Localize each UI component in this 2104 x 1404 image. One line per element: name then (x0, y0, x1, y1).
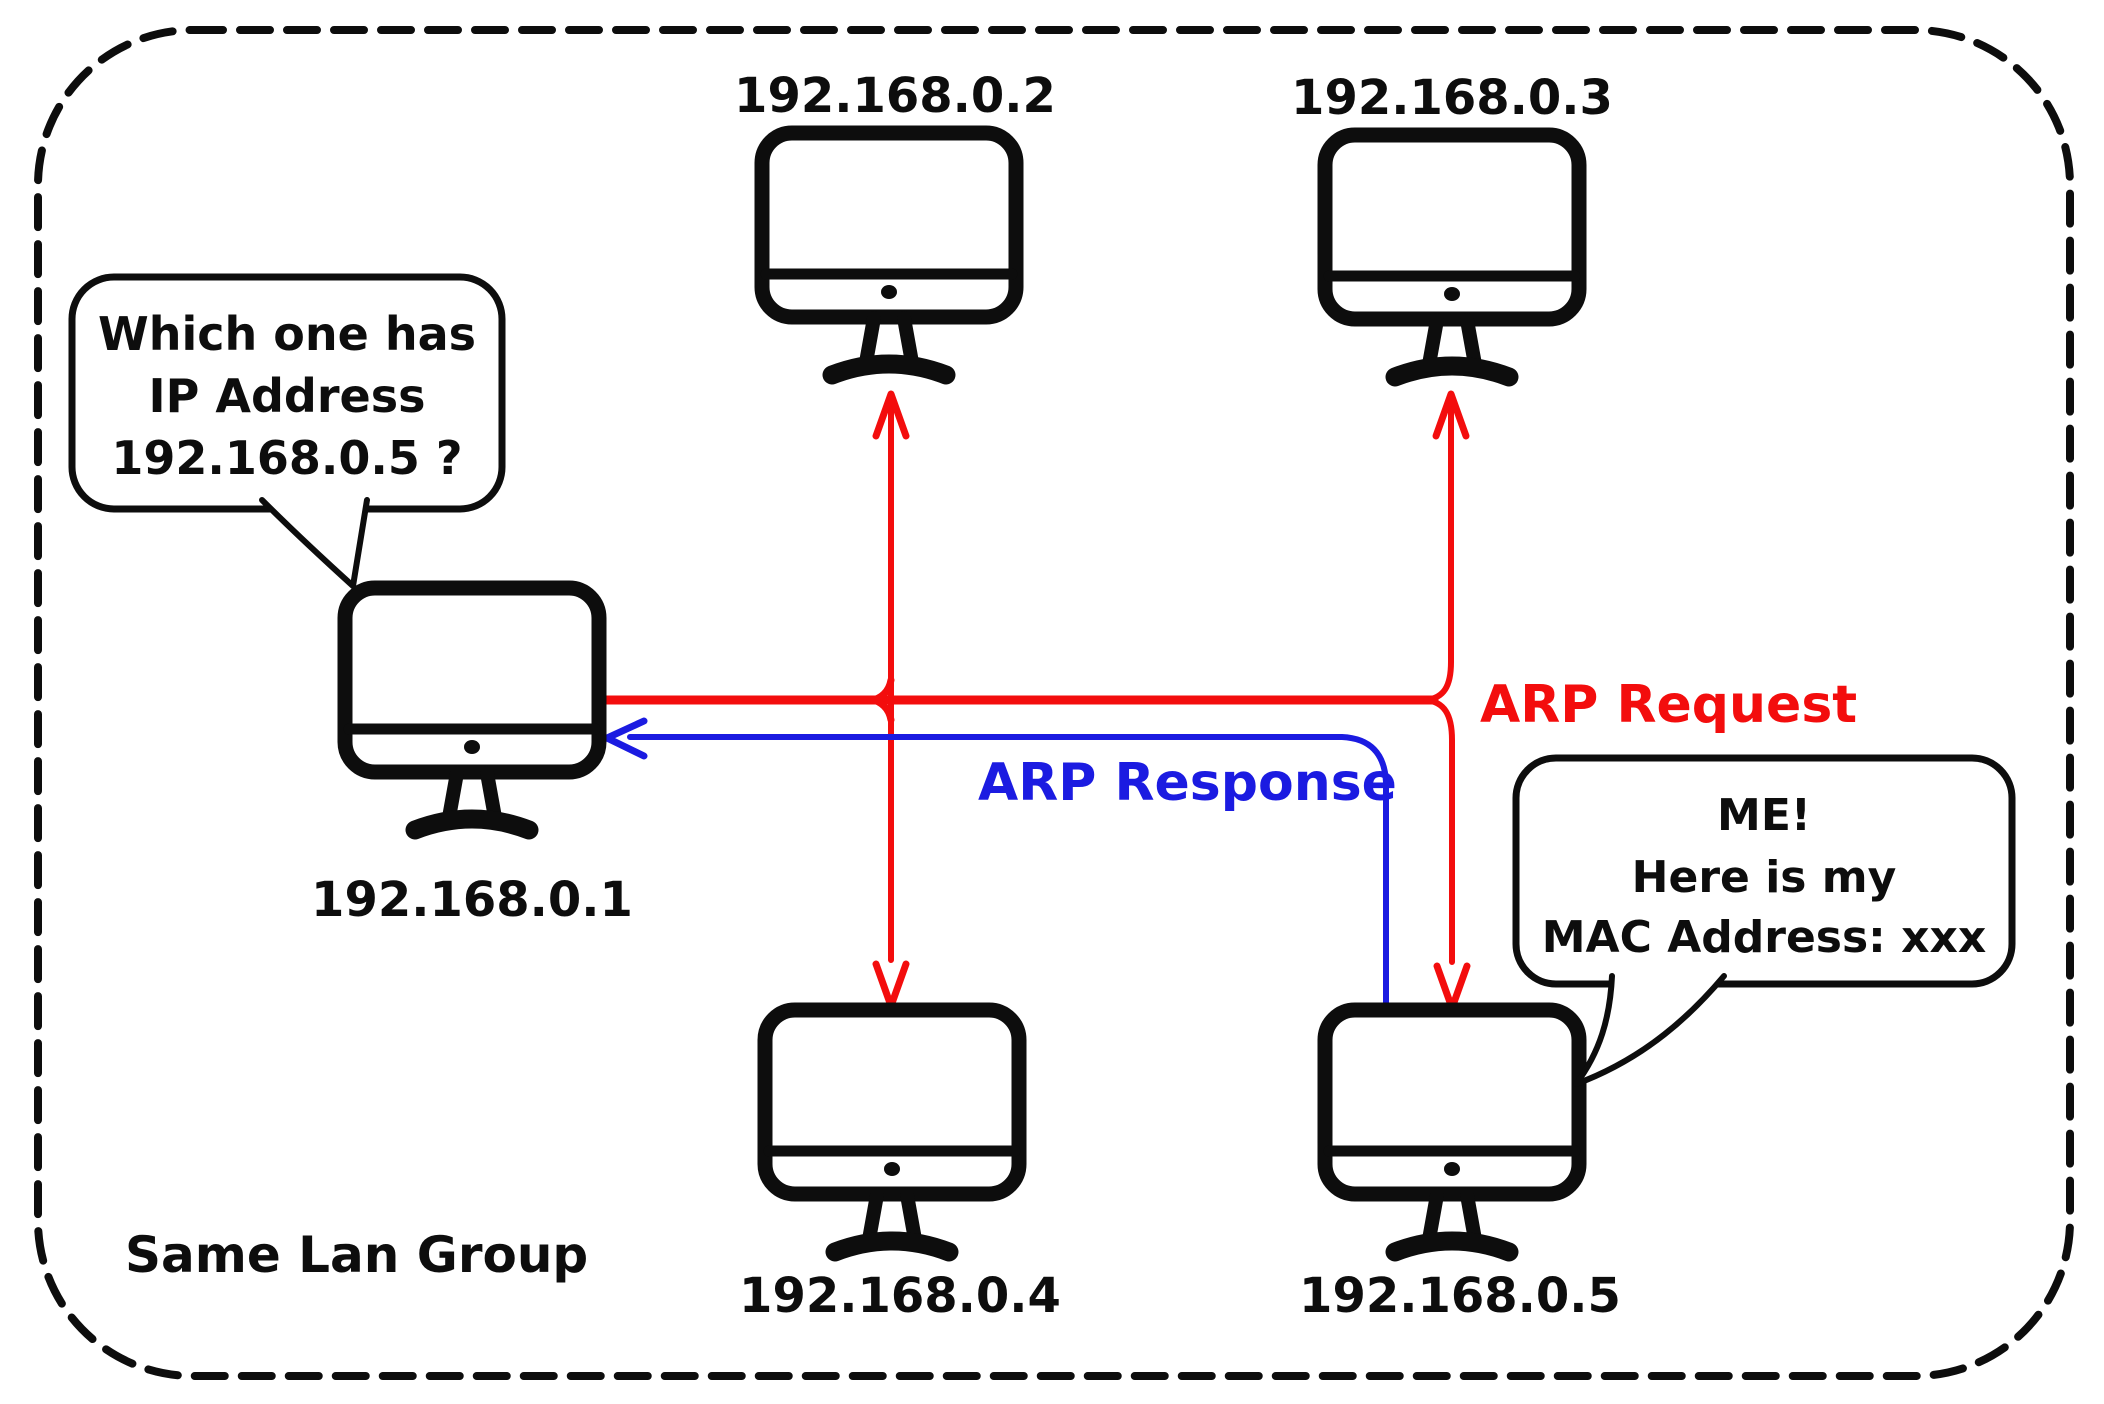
arrow-up-icon (872, 390, 910, 440)
bubble-tail (1573, 973, 1727, 1087)
arp-response-label: ARP Response (978, 753, 1397, 813)
arrow-down-icon (872, 960, 910, 1010)
bubble-line: MAC Address: xxx (1542, 912, 1986, 963)
arp-response-flow: ARP Response (603, 717, 1397, 1007)
bubble-line: IP Address (149, 369, 426, 423)
arrow-left-icon (603, 717, 648, 760)
ip-label-pc3: 192.168.0.3 (1291, 70, 1613, 126)
ip-label-pc2: 192.168.0.2 (734, 68, 1056, 124)
arp-response-line (627, 734, 1389, 1007)
bubble-line: Here is my (1632, 852, 1897, 903)
arrow-up-icon (1432, 390, 1470, 440)
arp-request-line-to-pc5 (1423, 697, 1455, 965)
ip-label-pc1: 192.168.0.1 (311, 872, 633, 928)
bubble-line: 192.168.0.5 ? (111, 431, 462, 485)
computer-icon-pc3 (1325, 135, 1579, 377)
bubble-tail (259, 497, 370, 589)
arp-request-line-to-pc3 (1423, 399, 1454, 703)
bubble-body (1512, 754, 2016, 988)
computer-icon-pc4 (765, 1010, 1019, 1252)
speech-bubble-question: Which one has IP Address 192.168.0.5 ? (68, 273, 506, 589)
lan-boundary-border (34, 26, 2074, 1380)
ip-label-pc4: 192.168.0.4 (739, 1268, 1061, 1324)
arrow-down-icon (1433, 962, 1471, 1012)
ip-label-pc5: 192.168.0.5 (1299, 1268, 1621, 1324)
lan-group-label: Same Lan Group (125, 1226, 588, 1284)
bubble-line: ME! (1717, 790, 1811, 841)
arp-request-label: ARP Request (1480, 675, 1857, 735)
bubble-line: Which one has (98, 307, 476, 361)
computer-icon-pc5 (1325, 1010, 1579, 1252)
computer-icon-pc1 (345, 588, 599, 830)
computer-icon-pc2 (762, 133, 1016, 375)
speech-bubble-answer: ME! Here is my MAC Address: xxx (1512, 754, 2016, 1087)
